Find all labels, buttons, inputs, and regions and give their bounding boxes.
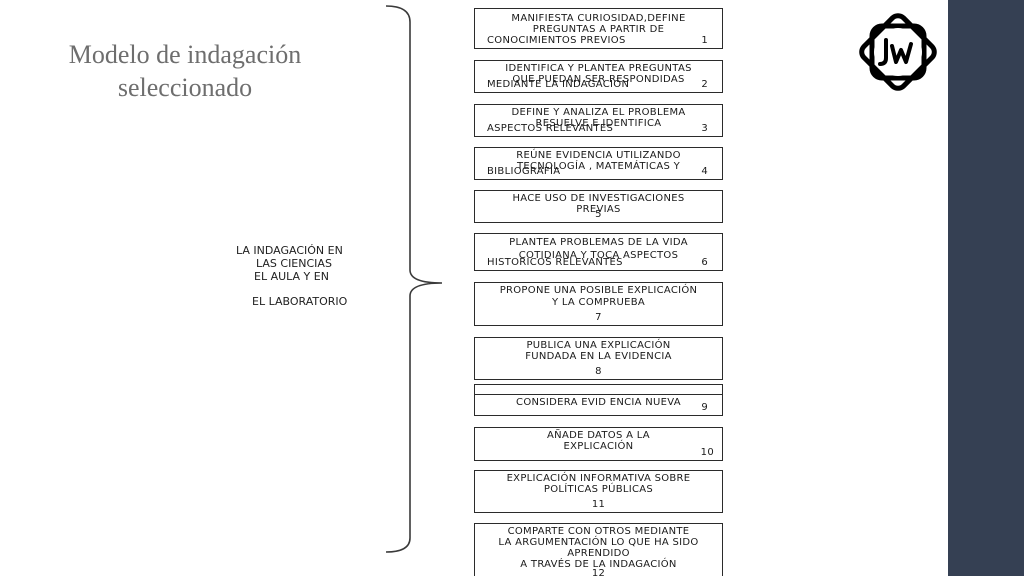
step-box-9-divider: [474, 394, 723, 395]
slide-title-line-1: Modelo de indagación: [68, 40, 302, 69]
slide-title: Modelo de indagación seleccionado: [40, 38, 330, 104]
step-box-3: DEFINE Y ANALIZA EL PROBLEMA RESUELVE E …: [474, 104, 723, 137]
step-text: IDENTIFICA Y PLANTEA PREGUNTAS QUE PUEDA…: [505, 63, 692, 85]
step-text: EXPLICACIÓN INFORMATIVA SOBRE POLÍTICAS …: [506, 473, 691, 495]
root-label-line-3: EL AULA Y EN: [254, 270, 329, 283]
step-number: 9: [701, 402, 708, 413]
root-label-line-1: LA INDAGACIÓN EN: [236, 244, 343, 257]
step-text-last-line: CONOCIMIENTOS PREVIOS: [487, 35, 626, 46]
step-text-last-line: BIBLIOGRAFÍA: [487, 166, 561, 177]
step-text-last-line: HISTORICOS RELEVANTES: [487, 257, 623, 268]
step-box-1: MANIFIESTA CURIOSIDAD,DEFINE PREGUNTAS A…: [474, 8, 723, 49]
step-number: 6: [701, 257, 708, 268]
right-accent-band: [948, 0, 1024, 576]
step-box-2: IDENTIFICA Y PLANTEA PREGUNTAS QUE PUEDA…: [474, 60, 723, 93]
step-box-8: PUBLICA UNA EXPLICACIÓN FUNDADA EN LA EV…: [474, 337, 723, 380]
step-box-9: CONSIDERA EVID ENCIA NUEVA 9: [474, 384, 723, 416]
step-text: MANIFIESTA CURIOSIDAD,DEFINE PREGUNTAS A…: [511, 13, 686, 35]
slide-title-line-2: seleccionado: [117, 73, 253, 102]
step-box-11: EXPLICACIÓN INFORMATIVA SOBRE POLÍTICAS …: [474, 470, 723, 513]
step-number: 12: [591, 568, 606, 579]
step-number: 1: [701, 35, 708, 46]
step-text: COMPARTE CON OTROS MEDIANTE LA ARGUMENTA…: [498, 526, 699, 570]
step-number: 10: [700, 447, 714, 458]
step-box-5: HACE USO DE INVESTIGACIONES PREVIAS 5: [474, 190, 723, 223]
step-number: 4: [701, 166, 708, 177]
step-text: PLANTEA PROBLEMAS DE LA VIDA COTIDIANA Y…: [509, 237, 688, 261]
step-text: REÚNE EVIDENCIA UTILIZANDO TECNOLOGÍA , …: [516, 150, 681, 172]
step-box-6: PLANTEA PROBLEMAS DE LA VIDA COTIDIANA Y…: [474, 233, 723, 271]
step-number: 8: [595, 366, 602, 377]
root-label-line-2: LAS CIENCIAS: [256, 257, 332, 270]
step-text-last-line: MEDIANTE LA INDAGACIÓN: [487, 79, 630, 90]
step-number: 2: [701, 79, 708, 90]
step-number: 7: [595, 312, 602, 323]
step-text: CONSIDERA EVID ENCIA NUEVA: [516, 397, 681, 408]
step-text: PUBLICA UNA EXPLICACIÓN FUNDADA EN LA EV…: [525, 340, 672, 362]
step-number: 3: [701, 123, 708, 134]
step-box-4: REÚNE EVIDENCIA UTILIZANDO TECNOLOGÍA , …: [474, 147, 723, 180]
step-text-last-line: ASPECTOS RELEVANTES: [487, 123, 614, 134]
step-number: 5: [595, 209, 602, 220]
step-text: PROPONE UNA POSIBLE EXPLICACIÓN Y LA COM…: [499, 285, 698, 308]
root-label-line-4: EL LABORATORIO: [252, 295, 348, 308]
jw-monogram-logo-icon: [859, 13, 937, 91]
root-concept-label: LA INDAGACIÓN EN LAS CIENCIAS EL AULA Y …: [236, 244, 376, 308]
step-text: AÑADE DATOS A LA EXPLICACIÓN: [547, 430, 650, 452]
step-text: HACE USO DE INVESTIGACIONES PREVIAS: [512, 193, 685, 215]
step-box-12: COMPARTE CON OTROS MEDIANTE LA ARGUMENTA…: [474, 523, 723, 579]
step-box-7: PROPONE UNA POSIBLE EXPLICACIÓN Y LA COM…: [474, 282, 723, 326]
step-box-10: AÑADE DATOS A LA EXPLICACIÓN 10: [474, 427, 723, 461]
step-text: DEFINE Y ANALIZA EL PROBLEMA RESUELVE E …: [511, 107, 686, 129]
grouping-brace: [385, 5, 443, 553]
step-number: 11: [591, 499, 606, 510]
